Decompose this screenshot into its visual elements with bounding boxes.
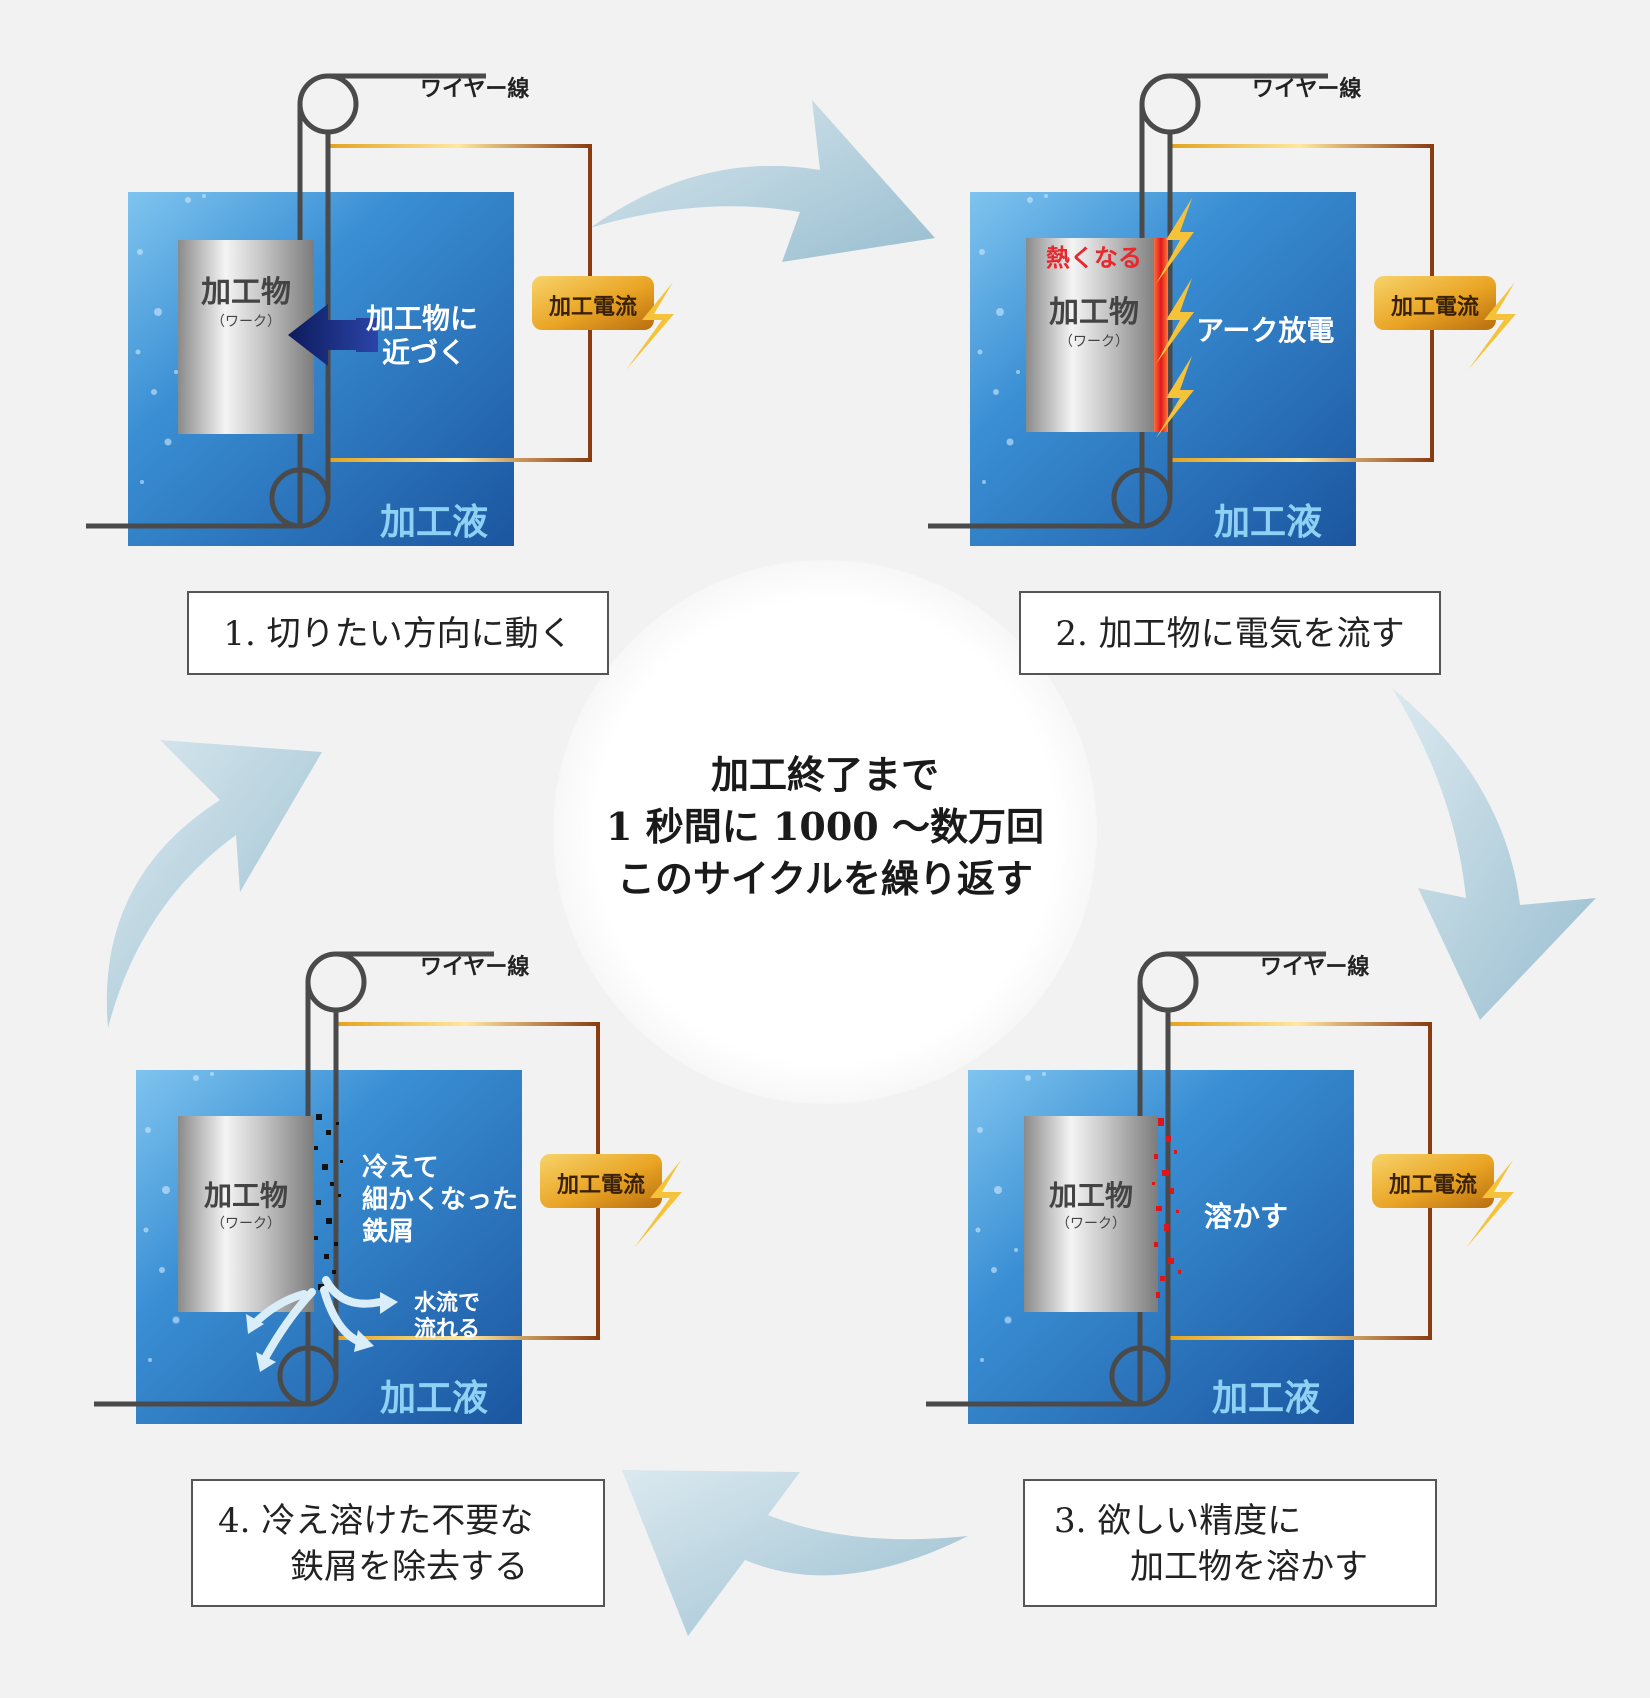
caption-box-3 (1023, 1479, 1437, 1607)
wire-label-4: ワイヤー線 (420, 954, 529, 980)
center-line-1: 加工終了まで (711, 752, 939, 797)
action-4-line-1: 冷えて (362, 1152, 439, 1183)
wire-label-3: ワイヤー線 (1260, 954, 1369, 980)
action-1-line-2: 近づく (382, 336, 466, 369)
current-label-1: 加工電流 (548, 294, 637, 320)
flow-label-line-1: 水流で (414, 1290, 480, 1316)
cycle-arrow-1-to-2 (590, 100, 935, 262)
action-4-line-2: 細かくなった (362, 1185, 518, 1215)
heat-label: 熱くなる (1046, 243, 1142, 272)
current-label-3: 加工電流 (1388, 1172, 1477, 1198)
panel-4: 加工物 （ワーク） ワイヤー線 冷えて 細かくなった 鉄屑 水流で 流れる 加工… (94, 954, 682, 1424)
caption-4-line-2: 鉄屑を除去する (290, 1547, 528, 1587)
approach-arrow-icon (288, 304, 378, 366)
fluid-label-3: 加工液 (1212, 1377, 1320, 1419)
caption-4-line-1: 4. 冷え溶けた不要な (218, 1501, 533, 1541)
panel-2: 熱くなる 加工物 （ワーク） ワイヤー線 アーク放電 加工電流 加工液 (928, 76, 1516, 546)
caption-1: 1. 切りたい方向に動く (223, 614, 572, 654)
fluid-label-4: 加工液 (380, 1377, 488, 1419)
center-circle (553, 560, 1097, 1104)
cycle-arrow-4-to-1 (106, 740, 322, 1028)
center-line-3: このサイクルを繰り返す (617, 856, 1033, 901)
caption-box-4 (191, 1479, 605, 1607)
flow-label-line-2: 流れる (414, 1316, 480, 1342)
workpiece-2 (1026, 238, 1158, 432)
workpiece-reading-3: （ワーク） (1056, 1216, 1126, 1232)
center-line-2: 1 秒間に 1000 〜数万回 (606, 804, 1044, 849)
debris-particles (314, 1114, 343, 1290)
wire-label-1: ワイヤー線 (420, 76, 529, 102)
caption-box-2 (1019, 591, 1441, 675)
fluid-label-2: 加工液 (1214, 501, 1322, 543)
panel-1: 加工物 （ワーク） ワイヤー線 加工物に 近づく 加工電流 加工液 (86, 76, 674, 546)
current-label-2: 加工電流 (1390, 294, 1479, 320)
arc-spark-icon (1156, 198, 1194, 284)
cycle-arrow-3-to-4 (622, 1470, 968, 1636)
action-2: アーク放電 (1196, 314, 1334, 347)
arc-spark-icon-2 (1156, 278, 1194, 364)
caption-2: 2. 加工物に電気を流す (1055, 614, 1404, 654)
workpiece-label-3: 加工物 (1049, 1179, 1133, 1212)
action-1-line-1: 加工物に (366, 302, 478, 335)
panel-3: 加工物 （ワーク） ワイヤー線 溶かす 加工電流 加工液 (926, 954, 1514, 1424)
cycle-arrow-2-to-3 (1392, 688, 1596, 1020)
caption-box-1 (187, 591, 609, 675)
action-4-line-3: 鉄屑 (362, 1216, 414, 1247)
workpiece-label-4: 加工物 (204, 1179, 288, 1212)
water-flow-arrows (250, 1276, 384, 1364)
current-label-4: 加工電流 (556, 1172, 645, 1198)
heat-zone (1154, 238, 1168, 432)
wire-label-2: ワイヤー線 (1252, 76, 1361, 102)
arc-spark-icon-3 (1156, 356, 1194, 438)
fluid-label-1: 加工液 (380, 501, 488, 543)
caption-3-line-1: 3. 欲しい精度に (1054, 1501, 1301, 1541)
workpiece-3 (1024, 1116, 1158, 1312)
action-3: 溶かす (1204, 1200, 1288, 1233)
caption-3-line-2: 加工物を溶かす (1130, 1547, 1368, 1587)
workpiece-reading-4: （ワーク） (211, 1216, 281, 1232)
molten-particles (1152, 1118, 1181, 1298)
workpiece-label-2: 加工物 (1049, 295, 1139, 330)
workpiece-reading-2: （ワーク） (1059, 334, 1129, 350)
workpiece-label-1: 加工物 (201, 275, 291, 310)
workpiece-4 (178, 1116, 314, 1312)
workpiece-reading-1: （ワーク） (211, 314, 281, 330)
